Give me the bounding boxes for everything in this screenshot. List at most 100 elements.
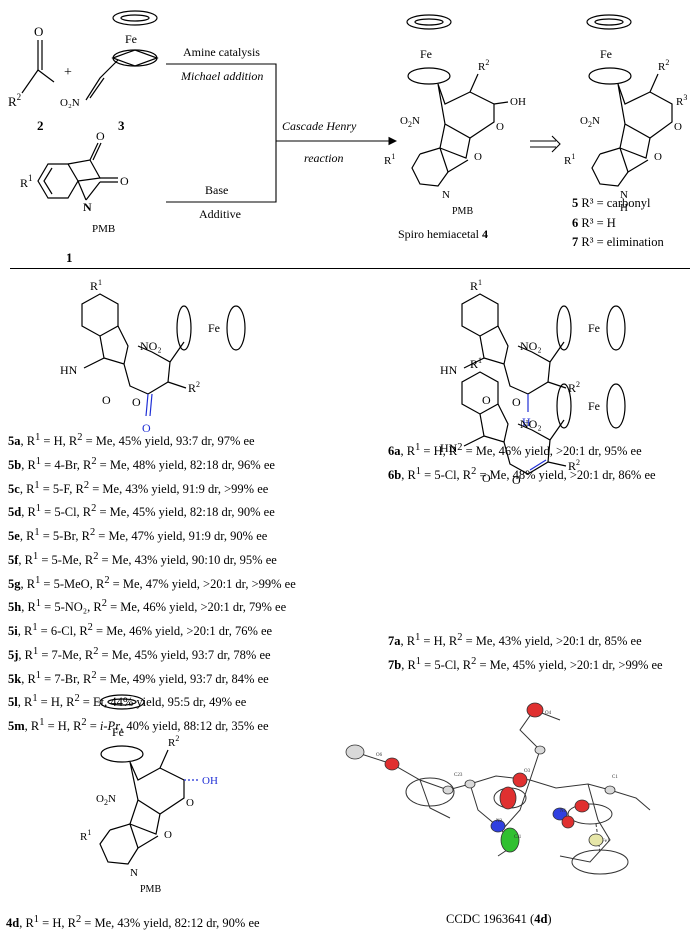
p4-n: N (442, 189, 450, 201)
structures-panel: R1 NO₂ Fe HN O O O R2 R1 NO₂ Fe HN O O H… (60, 278, 626, 487)
arrow-label-additive: Additive (199, 207, 241, 221)
s5-fe: Fe (208, 321, 220, 335)
s4d-carbonyl-o: O (164, 829, 172, 841)
isatin-pmb: PMB (92, 223, 115, 235)
s7-r2: R2 (568, 458, 580, 473)
p4-r1: R1 (384, 152, 395, 167)
svg-text:N2: N2 (496, 819, 503, 824)
s4d-no2: O2N (96, 793, 116, 807)
structure-6 (461, 293, 626, 395)
entry-5d: 5d, R1 = 5-Cl, R2 = Me, 45% yield, 82:18… (8, 503, 275, 520)
svg-text:C23: C23 (454, 773, 463, 778)
crystal-atoms (345, 702, 616, 853)
core-no2: O2N (580, 115, 600, 129)
entry-7b: 7b, R1 = 5-Cl, R2 = Me, 45% yield, >20:1… (388, 655, 663, 672)
p4-oh: OH (510, 96, 526, 108)
s7-fe: Fe (588, 399, 600, 413)
s6-o1: O (482, 393, 491, 407)
isatin-o1: O (96, 129, 105, 143)
entry-5e: 5e, R1 = 5-Br, R2 = Me, 47% yield, 91:9 … (8, 527, 268, 544)
s4d-pmb: PMB (140, 884, 161, 895)
derived-5: 5 R³ = carbonyl (572, 196, 651, 210)
ferrocene-nitroalkene-3 (85, 10, 159, 101)
structure-4d (99, 694, 185, 865)
compound-id-1: 1 (66, 250, 73, 265)
series6-list: 6a, R1 = H, R2 = Me, 46% yield, >20:1 dr… (388, 438, 656, 486)
s5-r2: R2 (188, 380, 200, 395)
s4d-r2: R2 (168, 734, 179, 749)
p4-fe: Fe (420, 47, 432, 61)
entry-5g: 5g, R1 = 5-MeO, R2 = Me, 47% yield, >20:… (8, 574, 296, 591)
s6-hn: HN (440, 363, 458, 377)
derived-list: 5 R³ = carbonyl 6 R³ = H 7 R³ = eliminat… (572, 194, 664, 253)
svg-text:C1: C1 (612, 775, 618, 780)
entry-5j: 5j, R1 = 7-Me, R2 = Me, 45% yield, 93:7 … (8, 645, 271, 662)
core-r2: R2 (658, 58, 669, 73)
s5-o1: O (102, 393, 111, 407)
derived-7: 7 R³ = elimination (572, 235, 664, 250)
s5-r1: R1 (90, 278, 102, 293)
p4-no2: O2N (400, 115, 420, 129)
isatin-n: N (83, 200, 92, 214)
p4-r2: R2 (478, 58, 489, 73)
derived-6: 6 R³ = H (572, 215, 616, 230)
series7-list: 7a, R1 = H, R2 = Me, 43% yield, >20:1 dr… (388, 628, 663, 676)
entry-5c: 5c, R1 = 5-F, R2 = Me, 43% yield, 91:9 d… (8, 479, 269, 496)
p4-caption: Spiro hemiacetal 4 (398, 227, 488, 241)
compound-id-3: 3 (118, 118, 125, 133)
plus-sign: + (64, 65, 72, 80)
s5-o3: O (142, 421, 151, 435)
entry-5a: 5a, R1 = H, R2 = Me, 45% yield, 93:7 dr,… (8, 432, 255, 449)
arrow-label-cascade: Cascade Henry (282, 119, 357, 133)
s6-r1: R1 (470, 278, 482, 293)
svg-text:O4: O4 (545, 711, 552, 716)
series5-list: 5a, R1 = H, R2 = Me, 45% yield, 93:7 dr,… (8, 428, 296, 737)
s7-no2: NO₂ (520, 417, 542, 431)
s5-no2: NO₂ (140, 339, 162, 353)
entry-5m: 5m, R1 = H, R2 = i-Pr, 40% yield, 88:12 … (8, 717, 269, 734)
arrow-label-reaction: reaction (304, 151, 344, 165)
structure-7 (461, 371, 626, 475)
structure-5 (81, 293, 246, 395)
entry-5k: 5k, R1 = 7-Br, R2 = Me, 49% yield, 93:7 … (8, 669, 269, 686)
arrow-label-michael: Michael addition (180, 69, 263, 83)
s4d-r1: R1 (80, 828, 91, 843)
core-o: O (674, 121, 682, 133)
svg-text:O3: O3 (524, 769, 531, 774)
entry-4d: 4d, R1 = H, R2 = Me, 43% yield, 82:12 dr… (6, 914, 260, 931)
isatin-1 (37, 142, 118, 201)
entry-5i: 5i, R1 = 6-Cl, R2 = Me, 46% yield, >20:1… (8, 622, 273, 639)
arrow-label-base: Base (205, 183, 228, 197)
reaction-scheme: O R2 2 + Fe O₂N 3 O O N PMB R1 1 Amine c… (8, 10, 687, 265)
entry-6b: 6b, R1 = 5-Cl, R2 = Me, 48% yield, >20:1… (388, 465, 656, 482)
sm3-no2: O₂N (60, 97, 80, 109)
entry-5h: 5h, R1 = 5-NO₂, R2 = Me, 46% yield, >20:… (8, 598, 287, 615)
isatin-o2: O (120, 174, 129, 188)
s6-fe: Fe (588, 321, 600, 335)
isatin-r1: R1 (20, 173, 33, 190)
arrow-label-amine: Amine catalysis (183, 45, 260, 59)
entry-5b: 5b, R1 = 4-Br, R2 = Me, 48% yield, 82:18… (8, 455, 275, 472)
sm3-fe: Fe (125, 32, 137, 46)
aldehyde-2 (21, 40, 55, 94)
s6-r2: R2 (568, 380, 580, 395)
entry-7a: 7a, R1 = H, R2 = Me, 43% yield, >20:1 dr… (388, 632, 642, 649)
s7-o1: O (482, 471, 491, 485)
s7-hn: HN (440, 441, 458, 455)
aldehyde-o: O (34, 24, 43, 39)
s4d-fe: Fe (112, 725, 124, 739)
svg-text:N1: N1 (560, 809, 567, 814)
p4-pmb: PMB (452, 206, 473, 217)
core-r1: R1 (564, 152, 575, 167)
entry-5f: 5f, R1 = 5-Me, R2 = Me, 43% yield, 90:10… (8, 550, 277, 567)
crystal-caption: CCDC 1963641 (4d) (446, 912, 552, 926)
s4d-o: O (186, 797, 194, 809)
s4d-n: N (130, 867, 138, 879)
section-divider (10, 268, 690, 269)
compound-id-2: 2 (37, 118, 44, 133)
retro-arrow (530, 135, 561, 153)
core-r3: R3 (676, 93, 687, 108)
s6-no2: NO₂ (520, 339, 542, 353)
